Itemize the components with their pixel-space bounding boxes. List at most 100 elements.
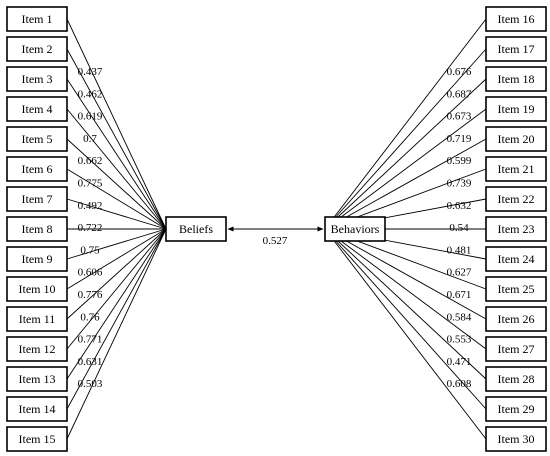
item-box[interactable]: Item 21 (485, 156, 547, 182)
loading-value: 0.54 (449, 222, 469, 234)
item-label: Item 21 (498, 162, 535, 176)
item-box[interactable]: Item 9 (6, 246, 68, 272)
item-label: Item 13 (19, 372, 56, 386)
right-loadings: 0.6760.6870.6730.7190.5990.7390.6320.540… (447, 66, 472, 390)
item-label: Item 30 (498, 432, 535, 446)
item-box[interactable]: Item 4 (6, 96, 68, 122)
path-line (324, 18, 487, 230)
path-line (66, 228, 167, 380)
item-label: Item 6 (22, 162, 53, 176)
loading-value: 0.471 (447, 356, 472, 368)
latent-beliefs-label: Beliefs (179, 222, 213, 236)
item-box[interactable]: Item 29 (485, 396, 547, 422)
path-line (66, 78, 167, 230)
item-box[interactable]: Item 20 (485, 126, 547, 152)
loading-value: 0.775 (78, 178, 103, 190)
item-box[interactable]: Item 26 (485, 306, 547, 332)
item-label: Item 14 (19, 402, 56, 416)
item-label: Item 17 (498, 42, 535, 56)
item-label: Item 16 (498, 12, 535, 26)
loading-value: 0.492 (78, 200, 103, 212)
item-box[interactable]: Item 10 (6, 276, 68, 302)
item-box[interactable]: Item 2 (6, 36, 68, 62)
loading-value: 0.722 (78, 222, 103, 234)
loading-value: 0.606 (78, 267, 103, 279)
item-label: Item 22 (498, 192, 535, 206)
item-label: Item 1 (22, 12, 53, 26)
loading-value: 0.631 (78, 356, 103, 368)
item-label: Item 10 (19, 282, 56, 296)
item-label: Item 2 (22, 42, 53, 56)
item-box[interactable]: Item 30 (485, 426, 547, 452)
latent-behaviors[interactable]: Behaviors (324, 216, 386, 242)
path-line (324, 228, 487, 350)
item-box[interactable]: Item 3 (6, 66, 68, 92)
item-box[interactable]: Item 25 (485, 276, 547, 302)
item-box[interactable]: Item 24 (485, 246, 547, 272)
item-label: Item 27 (498, 342, 535, 356)
path-line (66, 48, 167, 230)
loading-value: 0.584 (447, 311, 472, 323)
item-label: Item 20 (498, 132, 535, 146)
loading-value: 0.75 (80, 244, 100, 256)
loading-value: 0.776 (78, 289, 103, 301)
path-line (66, 228, 167, 350)
loading-value: 0.673 (447, 111, 472, 123)
item-label: Item 29 (498, 402, 535, 416)
item-box[interactable]: Item 12 (6, 336, 68, 362)
loading-value: 0.627 (447, 267, 472, 279)
item-box[interactable]: Item 15 (6, 426, 68, 452)
item-box[interactable]: Item 7 (6, 186, 68, 212)
loading-value: 0.671 (447, 289, 472, 301)
item-label: Item 15 (19, 432, 56, 446)
item-label: Item 4 (22, 102, 53, 116)
item-label: Item 7 (22, 192, 53, 206)
item-box[interactable]: Item 28 (485, 366, 547, 392)
item-box[interactable]: Item 18 (485, 66, 547, 92)
item-box[interactable]: Item 8 (6, 216, 68, 242)
item-box[interactable]: Item 1 (6, 6, 68, 32)
item-box[interactable]: Item 17 (485, 36, 547, 62)
item-box[interactable]: Item 11 (6, 306, 68, 332)
item-box[interactable]: Item 14 (6, 396, 68, 422)
item-label: Item 26 (498, 312, 535, 326)
item-label: Item 9 (22, 252, 53, 266)
item-box[interactable]: Item 27 (485, 336, 547, 362)
item-box[interactable]: Item 16 (485, 6, 547, 32)
path-line (324, 78, 487, 230)
item-label: Item 5 (22, 132, 53, 146)
left-item-boxes: Item 1 Item 2 Item 3 Item 4 Item 5 Item 6 Item… (6, 6, 68, 452)
latent-beliefs[interactable]: Beliefs (165, 216, 227, 242)
item-box[interactable]: Item 22 (485, 186, 547, 212)
left-loadings: 0.4370.4620.6190.70.6620.7750.4920.7220.… (78, 66, 103, 390)
item-label: Item 11 (19, 312, 56, 326)
path-line (66, 18, 167, 230)
loading-value: 0.719 (447, 133, 472, 145)
loading-value: 0.676 (447, 66, 472, 78)
loading-value: 0.662 (78, 155, 103, 167)
loading-value: 0.599 (447, 155, 472, 167)
path-line (324, 228, 487, 440)
item-box[interactable]: Item 13 (6, 366, 68, 392)
loading-value: 0.7 (83, 133, 97, 145)
loading-value: 0.632 (447, 200, 472, 212)
path-line (66, 168, 167, 230)
loading-value: 0.481 (447, 244, 472, 256)
loading-value: 0.503 (78, 378, 103, 390)
path-line (324, 138, 487, 230)
loading-value: 0.608 (447, 378, 472, 390)
path-line (66, 228, 167, 290)
item-box[interactable]: Item 6 (6, 156, 68, 182)
path-line (66, 228, 167, 410)
loading-value: 0.739 (447, 178, 472, 190)
path-line (324, 48, 487, 230)
item-box[interactable]: Item 23 (485, 216, 547, 242)
loading-value: 0.437 (78, 66, 103, 78)
item-label: Item 24 (498, 252, 535, 266)
item-label: Item 25 (498, 282, 535, 296)
item-box[interactable]: Item 19 (485, 96, 547, 122)
item-box[interactable]: Item 5 (6, 126, 68, 152)
left-path-lines (66, 18, 167, 440)
loading-value: 0.771 (78, 334, 103, 346)
